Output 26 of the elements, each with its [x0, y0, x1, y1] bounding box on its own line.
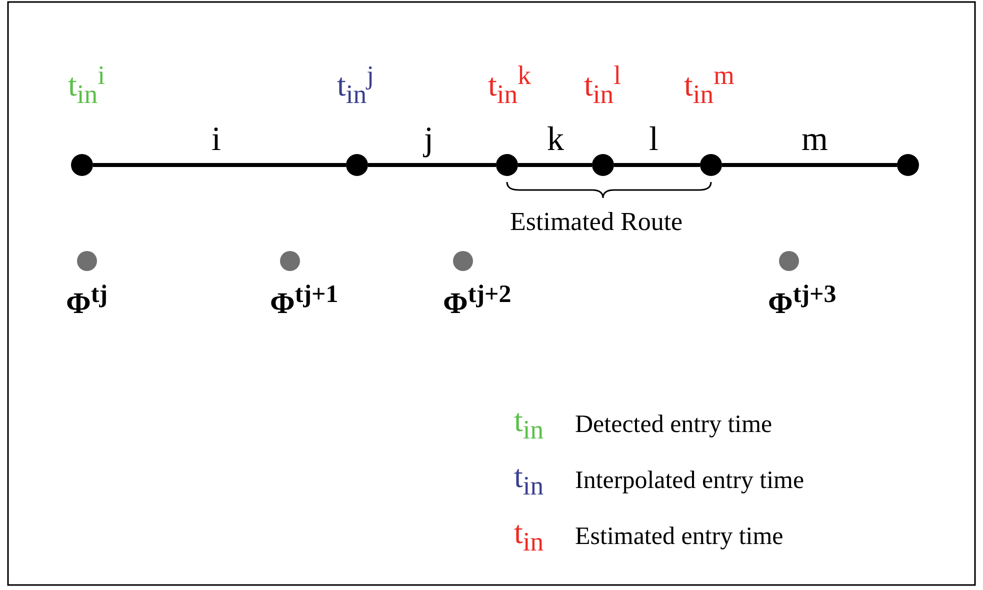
- position-sample-label: Φ$^{tj}$: [66, 282, 108, 319]
- position-sample-label: Φ$^{tj+2}$: [443, 282, 512, 319]
- legend-symbol: t$_{in}$: [514, 516, 544, 556]
- position-point-dot: [779, 251, 799, 271]
- route-node-dot: [700, 154, 722, 176]
- bracket-label: Estimated Route: [510, 209, 683, 235]
- route-segment: [722, 163, 897, 167]
- route-segment: [518, 163, 592, 167]
- route-node-dot: [346, 154, 368, 176]
- route-node-dot: [897, 154, 919, 176]
- legend-symbol: t$_{in}$: [514, 460, 544, 500]
- route-node-dot: [592, 154, 614, 176]
- legend-text: Interpolated entry time: [575, 468, 804, 493]
- position-sample-label: Φ$^{tj+3}$: [768, 282, 836, 319]
- legend-symbol: t$_{in}$: [514, 404, 544, 444]
- route-segment: [614, 163, 700, 167]
- route-node-dot: [496, 154, 518, 176]
- route-segment: [93, 163, 346, 167]
- legend-text: Detected entry time: [575, 412, 772, 437]
- route-node-dot: [71, 154, 93, 176]
- position-point-dot: [453, 251, 473, 271]
- position-point-dot: [280, 251, 300, 271]
- position-point-dot: [77, 251, 97, 271]
- position-sample-label: Φ$^{tj+1}$: [270, 282, 338, 319]
- route-segment: [368, 163, 496, 167]
- legend-text: Estimated entry time: [575, 524, 784, 549]
